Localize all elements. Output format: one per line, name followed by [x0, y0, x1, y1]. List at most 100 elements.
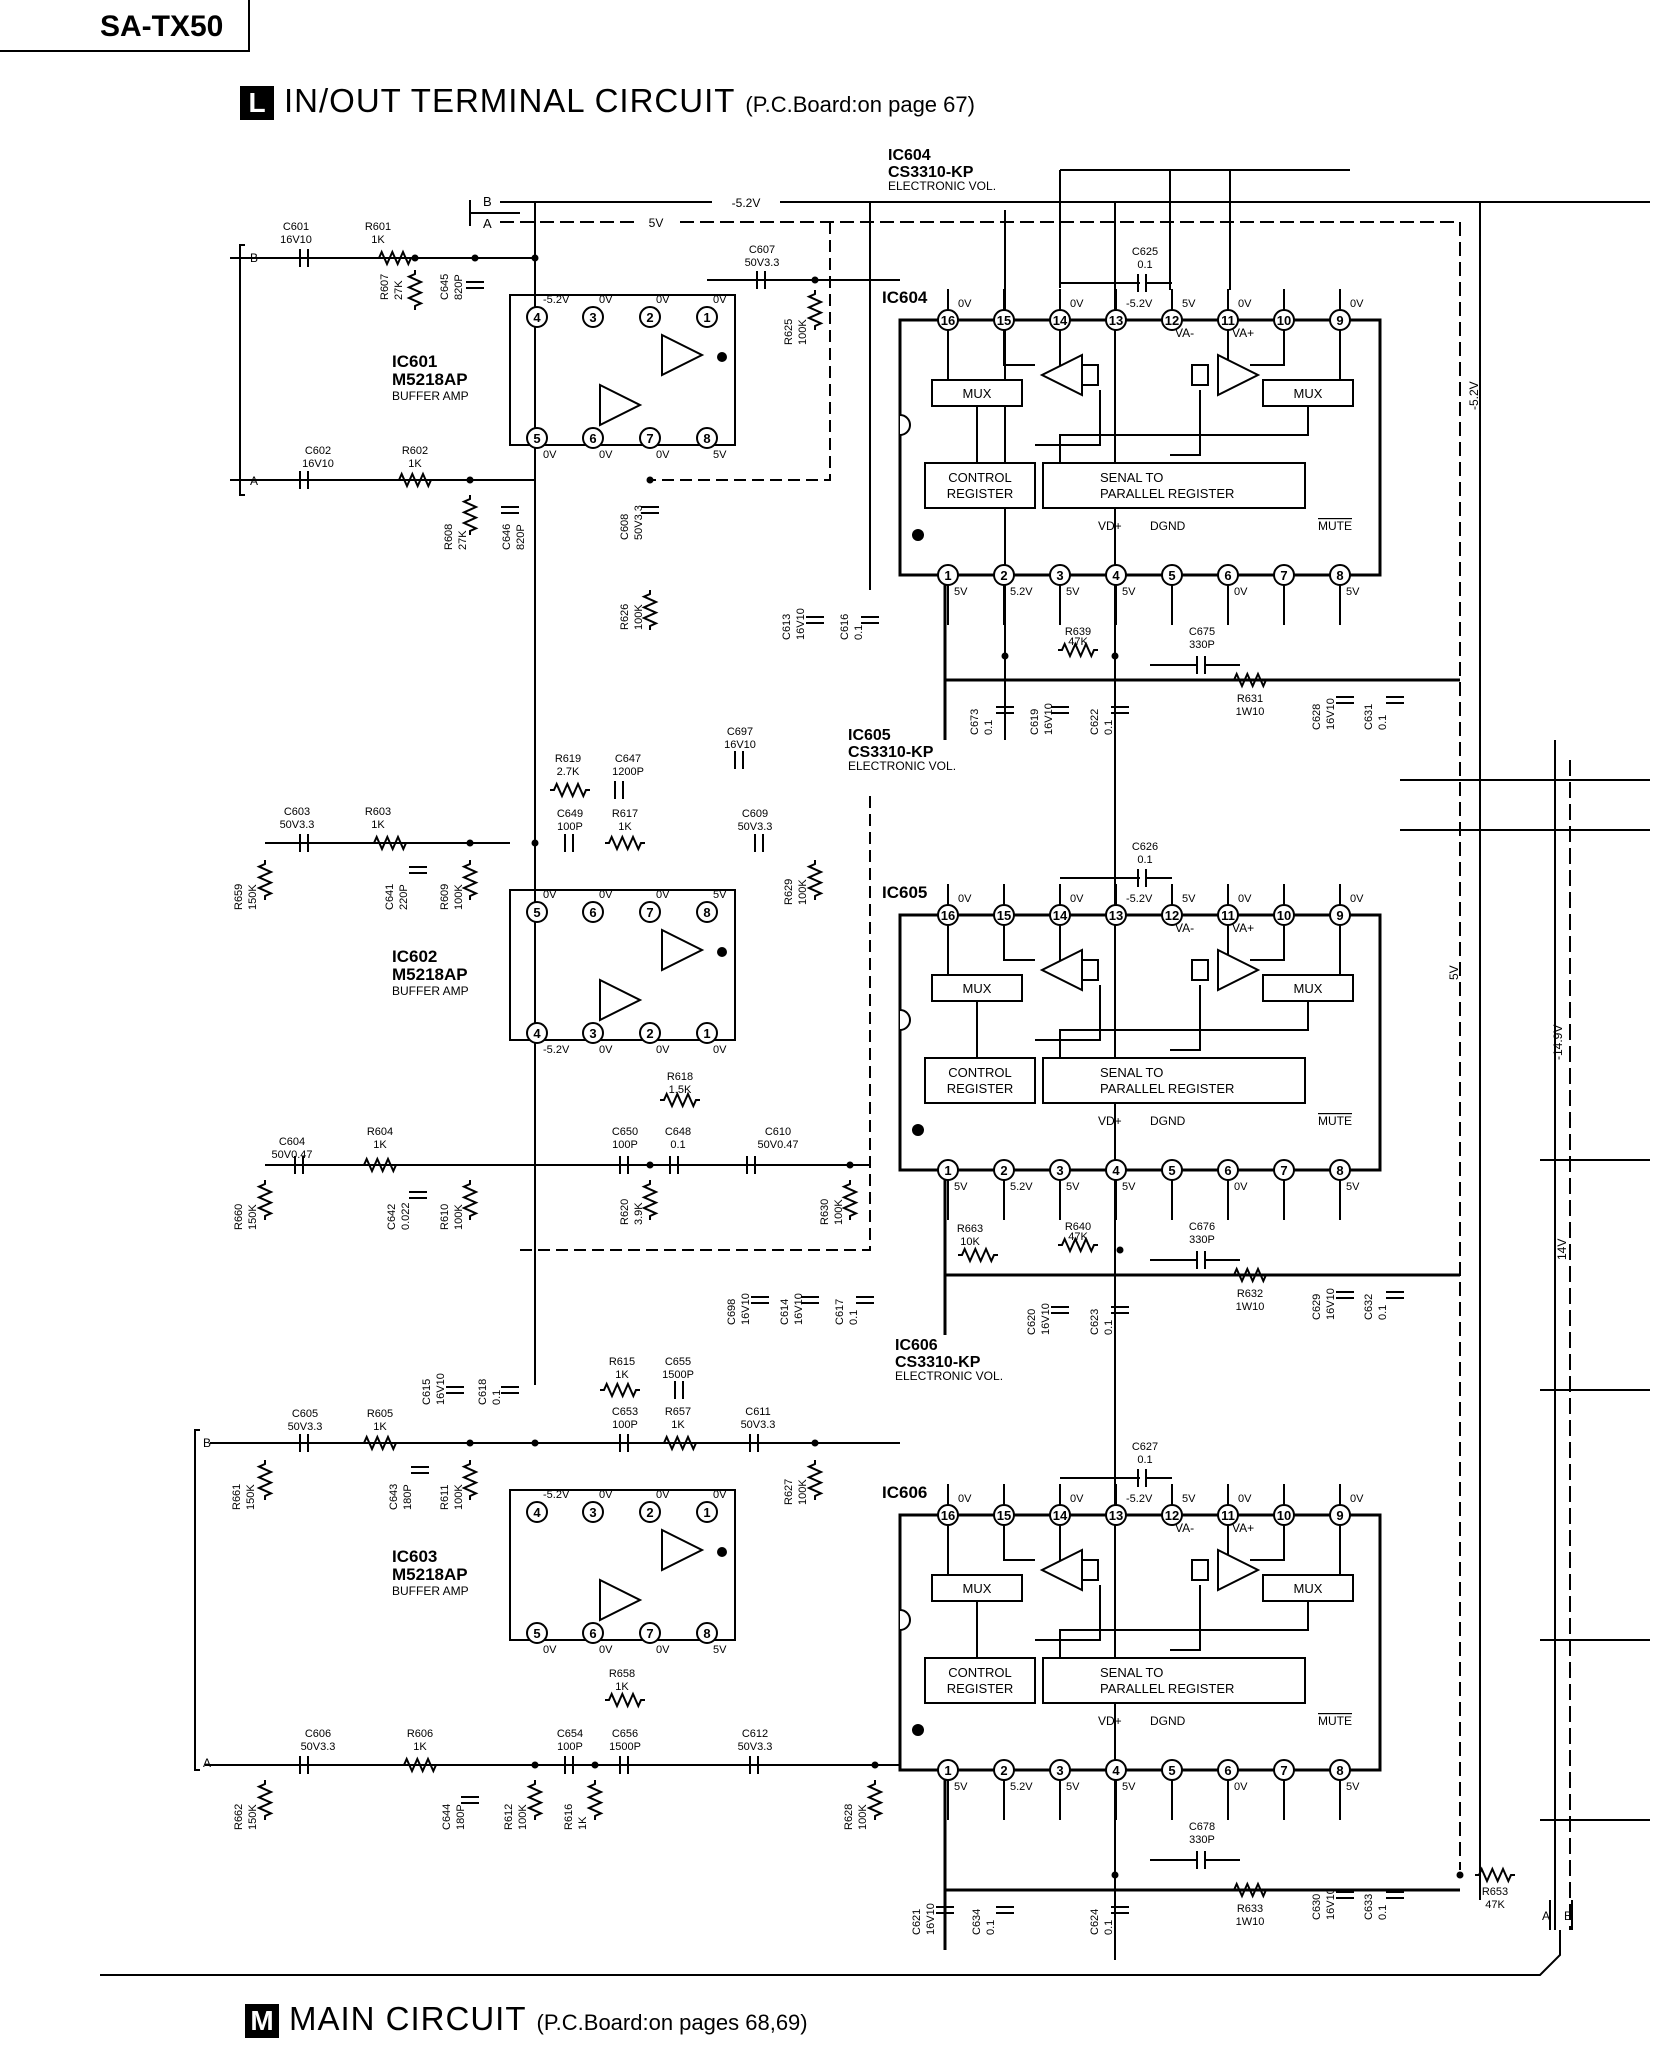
register-label: REGISTER — [947, 486, 1013, 501]
pin-number: 15 — [997, 1508, 1011, 1523]
r602-ref: R602 — [402, 445, 428, 457]
parallel-label: PARALLEL REGISTER — [1100, 1081, 1234, 1096]
r663-value: 10K — [960, 1236, 980, 1248]
vol-amp-right — [1217, 1548, 1261, 1592]
pin-number: 15 — [997, 908, 1011, 923]
c603-value: 50V3.3 — [280, 819, 315, 831]
buffer-ref: IC603 — [392, 1547, 437, 1566]
r-mid-value: 47K — [1068, 636, 1088, 648]
pin-number: 13 — [1109, 908, 1123, 923]
c624-value: 0.1 — [1103, 1920, 1115, 1935]
control-label: CONTROL — [948, 470, 1012, 485]
r609-ref: R609 — [439, 884, 451, 910]
header-rule — [0, 50, 250, 52]
pin-number: 14 — [1053, 1508, 1068, 1523]
section-l-title: IN/OUT TERMINAL CIRCUIT — [284, 82, 736, 119]
c616-ref: C616 — [839, 614, 851, 640]
ic-pin — [1273, 1504, 1295, 1526]
pin-voltage: 5V — [1346, 1181, 1360, 1193]
pin-voltage: 0V — [713, 294, 727, 306]
buffer-ic-body — [509, 294, 736, 446]
control-register-block — [924, 462, 1036, 509]
ic-pin — [696, 306, 718, 328]
pin-number: 6 — [589, 905, 596, 920]
serial-register-block — [1042, 462, 1306, 509]
r610-ref: R610 — [439, 1204, 451, 1230]
junction-dot — [531, 254, 539, 262]
junction-dot — [466, 1439, 474, 1447]
pin-voltage: 0V — [958, 1493, 972, 1505]
resistor — [360, 1156, 400, 1174]
resistor — [866, 1780, 884, 1820]
ic-pin — [526, 427, 548, 449]
junction-dot — [646, 476, 654, 484]
rail-neg-label: -5.2V — [1467, 381, 1481, 410]
resistor — [256, 1460, 274, 1500]
c697-ref: C697 — [727, 726, 753, 738]
pin-number: 3 — [589, 1026, 596, 1041]
pin-voltage: 5V — [1066, 1781, 1080, 1793]
rail-b-label: B — [1564, 1909, 1572, 1923]
pin-number: 6 — [1224, 1163, 1231, 1178]
c642-ref: C642 — [386, 1204, 398, 1230]
r658-value: 1K — [615, 1681, 629, 1693]
c617-value: 0.1 — [848, 1310, 860, 1325]
c646-value: 820P — [515, 524, 527, 550]
ic-pin — [639, 427, 661, 449]
r606-value: 1K — [413, 1741, 427, 1753]
c647-value: 1200P — [612, 766, 644, 778]
c673-value: 0.1 — [983, 720, 995, 735]
ic-pin — [937, 309, 959, 331]
pin-number: 4 — [1112, 1763, 1120, 1778]
c629-value: 16V10 — [1325, 1288, 1337, 1320]
junction-dot — [411, 254, 419, 262]
c643-value: 180P — [402, 1484, 414, 1510]
junction-dot — [1116, 1246, 1124, 1254]
pin-voltage: 0V — [543, 889, 557, 901]
opamp-lower — [599, 383, 643, 427]
ic-pin — [1049, 1759, 1071, 1781]
pin-voltage: 0V — [1238, 1493, 1252, 1505]
r661-value: 150K — [245, 1484, 257, 1510]
attenuator-right — [1191, 364, 1209, 386]
c610-ref: C610 — [765, 1126, 791, 1138]
c602-value: 16V10 — [302, 458, 334, 470]
c628-ref: C628 — [1311, 704, 1323, 730]
c609-value: 50V3.3 — [738, 821, 773, 833]
components — [256, 193, 1515, 1914]
ic-pin — [1217, 1159, 1239, 1181]
pin-voltage: 0V — [1070, 298, 1084, 310]
bus-a-label: A — [483, 216, 492, 231]
pin-voltage: 5V — [954, 1781, 968, 1793]
ic-pin — [993, 904, 1015, 926]
buffer-ic-body — [509, 1489, 736, 1641]
resistor — [586, 1780, 604, 1820]
volume-ref: IC606 — [895, 1337, 938, 1354]
ic-pin — [1161, 1159, 1183, 1181]
resistor — [461, 860, 479, 900]
ic-pin — [1217, 904, 1239, 926]
pin-voltage: -5.2V — [543, 294, 570, 306]
c607-ref: C607 — [749, 244, 775, 256]
r615-value: 1K — [615, 1369, 629, 1381]
ic-pin — [639, 306, 661, 328]
pin-number: 2 — [646, 310, 653, 325]
c614-value: 16V10 — [793, 1293, 805, 1325]
buffer-func: BUFFER AMP — [392, 1584, 469, 1598]
ic-pin — [1049, 1504, 1071, 1526]
ic-pin — [1049, 1159, 1071, 1181]
r611-ref: R611 — [439, 1485, 451, 1510]
internal-wire — [1170, 985, 1201, 1051]
pin-number: 12 — [1165, 313, 1179, 328]
c645-value: 820P — [453, 274, 465, 300]
pin-number: 2 — [1000, 1763, 1007, 1778]
header-divider — [248, 0, 250, 52]
ic-pin — [1217, 309, 1239, 331]
c610-value: 50V0.47 — [758, 1139, 799, 1151]
vd-label: VD+ — [1098, 1714, 1122, 1728]
r628-ref: R628 — [843, 1804, 855, 1830]
ic-pin — [1273, 564, 1295, 586]
c642-value: 0.022 — [400, 1202, 412, 1230]
pin-voltage: 5V — [1066, 586, 1080, 598]
